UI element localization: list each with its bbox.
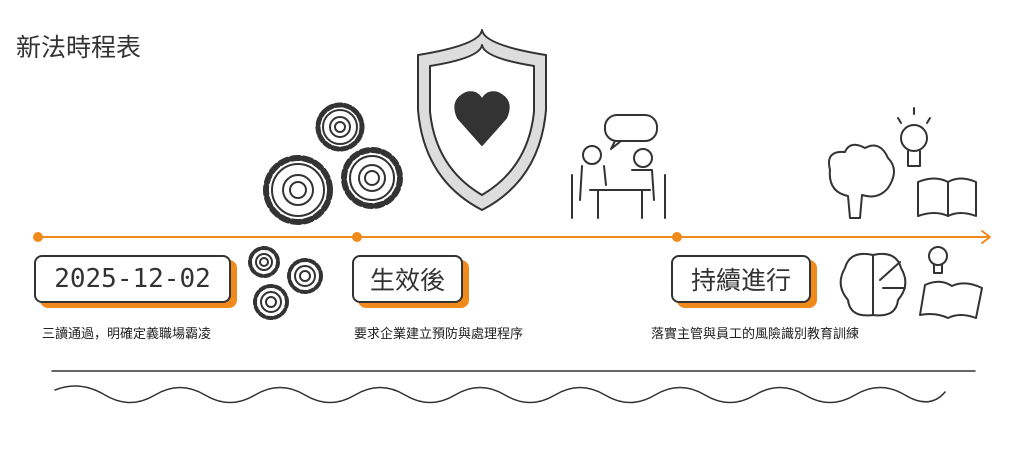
milestone-2-label: 生效後 xyxy=(352,255,463,303)
people-talking-icon xyxy=(571,114,666,219)
wave-line xyxy=(54,385,946,404)
small-brain-bulb-book-icon xyxy=(839,246,983,319)
timeline-dot xyxy=(33,232,43,242)
gears-icon xyxy=(263,102,403,225)
milestone-1-label: 2025-12-02 xyxy=(34,255,231,303)
shield-heart-icon xyxy=(417,29,547,211)
timeline-dot xyxy=(672,232,682,242)
milestone-1-description: 三讀通過，明確定義職場霸凌 xyxy=(42,327,212,342)
milestone-3-description: 落實主管與員工的風險識別教育訓練 xyxy=(651,327,860,342)
page-title: 新法時程表 xyxy=(16,33,142,62)
milestone-2-description: 要求企業建立預防與處理程序 xyxy=(354,327,524,342)
milestone-3-label: 持續進行 xyxy=(671,255,811,303)
timeline-dot xyxy=(352,232,362,242)
small-gears-icon xyxy=(248,246,323,320)
timeline-arrow-icon xyxy=(981,230,991,244)
brain-bulb-book-icon xyxy=(828,107,977,219)
